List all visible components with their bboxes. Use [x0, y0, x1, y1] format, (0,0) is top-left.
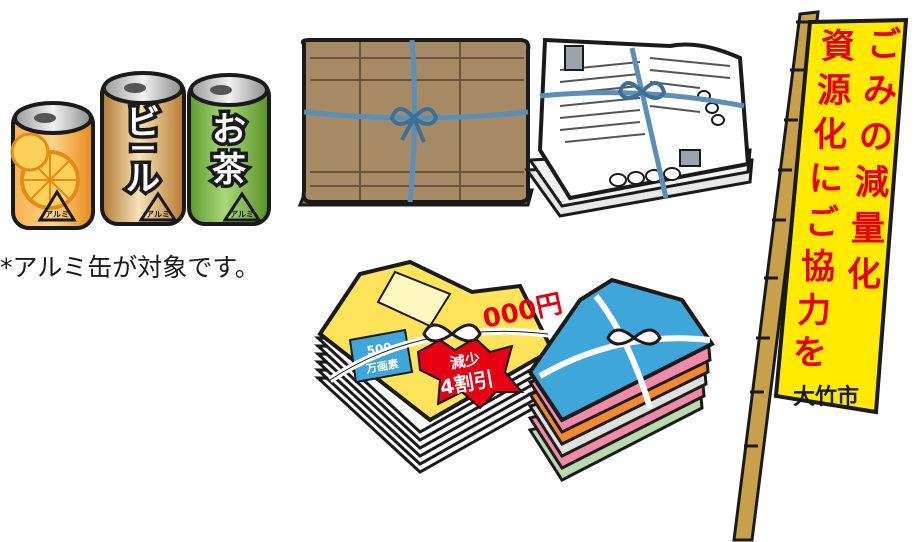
banner-char: 源 [817, 71, 851, 111]
green-tea-can: お 茶 アルミ [187, 73, 271, 226]
beer-label-char: ー [130, 135, 156, 165]
aluminum-recycle-icon: アルミ [222, 191, 262, 222]
discount-top-text: 減少 [449, 350, 482, 373]
banner-slogan-right: ご み の 減 量 化 [847, 25, 901, 295]
string-bow-icon [617, 81, 667, 100]
string-bow-icon [389, 107, 439, 143]
banner-char: に [809, 159, 843, 199]
string-bow-icon [606, 328, 662, 346]
recycle-mark-label: アルミ [146, 210, 170, 219]
banner-char: み [863, 71, 897, 111]
banner-char: を [793, 333, 827, 373]
banner-char: 減 [855, 163, 889, 203]
banner-city-name: 大竹市 [793, 384, 859, 410]
string-bow-icon [422, 323, 482, 343]
tea-label-char: お [212, 110, 246, 150]
banner-char: 資 [821, 27, 855, 67]
aluminum-cans-note: *アルミ缶が対象です。 [0, 253, 260, 282]
recycle-mark-label: アルミ [230, 210, 254, 219]
tea-label-char: 茶 [212, 150, 247, 190]
newspaper-bundle [524, 37, 754, 218]
banner-char: 量 [851, 209, 885, 249]
banner-char: ご [805, 203, 839, 243]
cardboard-bundle [297, 38, 534, 207]
photo-circles [609, 90, 725, 187]
banner-slogan-left: 資 源 化 に ご 協 力 を [793, 27, 855, 373]
banner-char: 力 [797, 291, 831, 331]
discount-burst: 減少 4割引 [416, 336, 525, 410]
banner-char: の [859, 117, 893, 157]
aluminum-recycle-icon: アルミ [138, 191, 178, 222]
beer-label-char: ビ [126, 103, 160, 143]
pixel-badge-unit: 万画素 [364, 356, 400, 376]
orange-slice-icon [10, 132, 80, 210]
aluminum-recycle-icon: アルミ [37, 189, 77, 222]
banner-char: 化 [847, 255, 881, 295]
banner-flag: ご み の 減 量 化 資 源 化 に ご 協 力 を 大竹市 [732, 10, 909, 542]
recycle-mark-label: アルミ [45, 210, 69, 219]
beer-label-char: ル [126, 159, 160, 199]
banner-char: 協 [801, 247, 835, 287]
orange-juice-can: アルミ [10, 101, 95, 230]
banner-char: ご [867, 25, 901, 65]
beer-can: ビ ー ル アルミ [100, 71, 186, 226]
banner-char: 化 [813, 115, 847, 155]
magazines-bundle [527, 277, 715, 482]
flyers-bundle: 000円 500 万画素 減少 4割引 [314, 259, 565, 474]
